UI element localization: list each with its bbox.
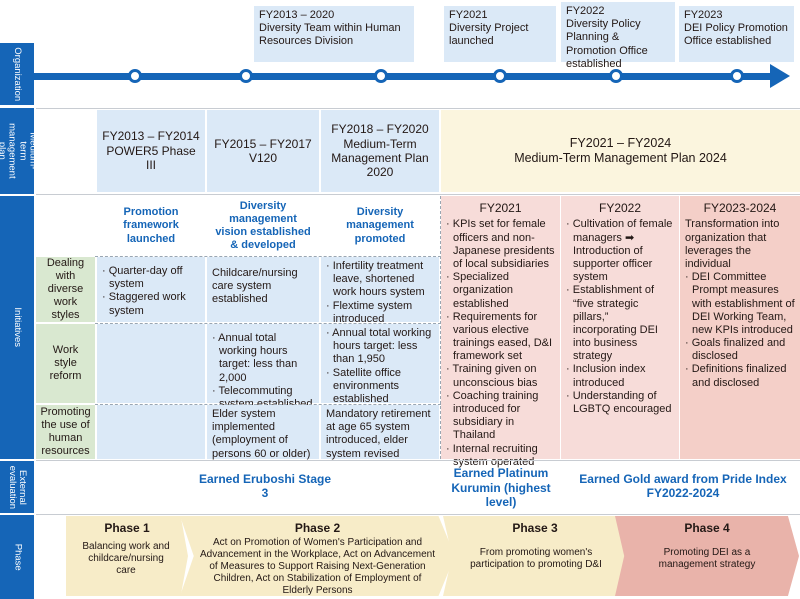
cell-reform-2015: Annual total working hours target: less … xyxy=(207,324,319,410)
row-divider xyxy=(36,194,800,195)
timeline-dot xyxy=(493,69,507,83)
timeline-dot xyxy=(239,69,253,83)
promo-framework: Promotion framework launched xyxy=(123,206,179,245)
plan-power5: FY2013 – FY2014 POWER5 Phase III xyxy=(97,110,205,192)
cell-hr-2015: Elder system implemented (employment of … xyxy=(207,405,319,460)
fy2022-column: FY2022 Cultivation of female managers ➡ … xyxy=(561,196,679,459)
plan-mtmp2020: FY2018 – FY2020 Medium-Term Management P… xyxy=(321,110,439,192)
band-phase: Phase xyxy=(0,515,34,599)
dashed-divider xyxy=(95,404,441,405)
eval-pride-index: Earned Gold award from Pride Index FY202… xyxy=(579,471,787,500)
row-divider xyxy=(36,108,800,109)
band-initiatives: Initiatives xyxy=(0,196,34,459)
phase-2: Phase 2 Act on Promotion of Women's Part… xyxy=(180,516,455,596)
timeline-arrowhead xyxy=(770,64,790,88)
plan-v120: FY2015 – FY2017 V120 xyxy=(207,110,319,192)
band-organization: Organization xyxy=(0,43,34,105)
promo-diversity-management: Diversity management promoted xyxy=(346,206,414,245)
dashed-divider xyxy=(95,323,441,324)
milestone-fy2022: FY2022 Diversity Policy Planning & Promo… xyxy=(561,2,675,70)
promo-vision: Diversity management vision established … xyxy=(215,199,311,252)
cell-hr-2013 xyxy=(97,405,205,459)
cell-reform-2018: Annual total working hours target: less … xyxy=(321,324,439,405)
band-external-evaluation: External evaluation xyxy=(0,461,34,513)
milestone-fy2021: FY2021 Diversity Project launched xyxy=(444,6,556,62)
phase-3: Phase 3 From promoting women's participa… xyxy=(443,516,627,596)
row-divider xyxy=(36,514,800,515)
row-divider xyxy=(36,460,800,461)
fy2022-title: FY2022 xyxy=(598,201,642,215)
fy2021-title: FY2021 xyxy=(479,201,522,215)
phase-1: Phase 1 Balancing work and childcare/nur… xyxy=(66,516,188,596)
row-label-diverse-work: Dealing with diverse work styles xyxy=(36,257,95,322)
plan-mtmp2024: FY2021 – FY2024 Medium-Term Management P… xyxy=(441,110,800,192)
row-label-human-resources: Promoting the use of human resources xyxy=(36,405,95,459)
band-medium-term-plan: Medium-term management plan xyxy=(0,108,34,194)
dashed-divider xyxy=(440,196,441,459)
cell-diverse-2013: Quarter-day off systemStaggered work sys… xyxy=(97,257,205,322)
cell-reform-2013 xyxy=(97,324,205,403)
timeline-dot xyxy=(128,69,142,83)
eval-kurumin: Earned Platinum Kurumin (highest level) xyxy=(451,466,551,510)
fy2023-title: FY2023-2024 xyxy=(703,201,777,215)
fy2023-column: FY2023-2024 Transformation into organiza… xyxy=(680,196,800,459)
timeline-dot xyxy=(374,69,388,83)
cell-diverse-2015: Childcare/nursing care system establishe… xyxy=(207,257,319,322)
milestone-fy2013: FY2013 – 2020 Diversity Team within Huma… xyxy=(254,6,414,62)
cell-hr-2018: Mandatory retirement at age 65 system in… xyxy=(321,405,439,460)
fy2021-column: FY2021 KPIs set for female officers and … xyxy=(441,196,560,468)
phase-4: Phase 4 Promoting DEI as a management st… xyxy=(615,516,799,596)
eval-eruboshi: Earned Eruboshi Stage 3 xyxy=(198,471,332,500)
dashed-divider xyxy=(95,256,441,257)
milestone-fy2023: FY2023 DEI Policy Promotion Office estab… xyxy=(679,6,794,62)
row-label-work-style-reform: Work style reform xyxy=(36,324,95,403)
timeline-line xyxy=(34,73,772,80)
cell-diverse-2018: Infertility treatment leave, shortened w… xyxy=(321,257,439,325)
timeline-dot xyxy=(730,69,744,83)
timeline-dot xyxy=(609,69,623,83)
